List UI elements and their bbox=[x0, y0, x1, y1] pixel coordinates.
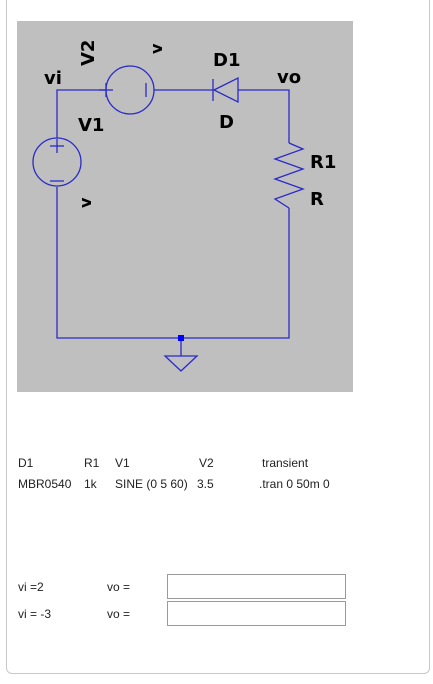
question-1-condition: vi =2 bbox=[18, 580, 44, 594]
v1-source-symbol bbox=[32, 137, 82, 187]
question-2-condition: vi = -3 bbox=[18, 607, 52, 621]
analysis-value: .tran 0 50m 0 bbox=[259, 477, 330, 491]
v1-value: SINE (0 5 60) bbox=[115, 477, 188, 491]
wire-vi-left bbox=[56, 89, 105, 138]
v2-value: 3.5 bbox=[197, 477, 214, 491]
question-card bbox=[6, 0, 430, 674]
ground-icon bbox=[163, 355, 199, 372]
label-v1-name: V1 bbox=[78, 115, 104, 136]
label-r1-name: R1 bbox=[310, 152, 336, 173]
label-vi: vi bbox=[44, 68, 62, 89]
answer-input-2[interactable] bbox=[167, 601, 346, 626]
d1-header: D1 bbox=[18, 456, 34, 470]
answer-input-1[interactable] bbox=[167, 574, 346, 599]
label-r1-value: R bbox=[310, 189, 324, 210]
label-vo: vo bbox=[277, 67, 301, 88]
question-1-label: vo = bbox=[107, 580, 131, 594]
circuit-schematic: vi V2 v D1 D vo V1 v R1 R bbox=[17, 21, 353, 392]
wire-r1-ground bbox=[56, 187, 290, 339]
r1-resistor-symbol bbox=[273, 142, 305, 209]
r1-value: 1k bbox=[84, 477, 97, 491]
label-d1-value: D bbox=[219, 112, 234, 133]
label-d1-name: D1 bbox=[213, 50, 240, 71]
circuit-diagram: vi V2 v D1 D vo V1 v R1 R bbox=[32, 40, 336, 372]
v1-header: V1 bbox=[115, 456, 130, 470]
v2-header: V2 bbox=[199, 456, 214, 470]
label-v2-value: v bbox=[147, 43, 166, 54]
question-2-label: vo = bbox=[107, 607, 131, 621]
wire-d1-r1 bbox=[238, 89, 290, 143]
v2-source-symbol bbox=[99, 65, 155, 115]
label-v1-value: v bbox=[76, 197, 95, 208]
d1-value: MBR0540 bbox=[18, 477, 72, 491]
label-v2-name: V2 bbox=[78, 40, 99, 66]
node-marker bbox=[178, 335, 184, 341]
d1-diode-symbol bbox=[212, 76, 239, 104]
analysis-header: transient bbox=[262, 456, 309, 470]
r1-header: R1 bbox=[84, 456, 100, 470]
